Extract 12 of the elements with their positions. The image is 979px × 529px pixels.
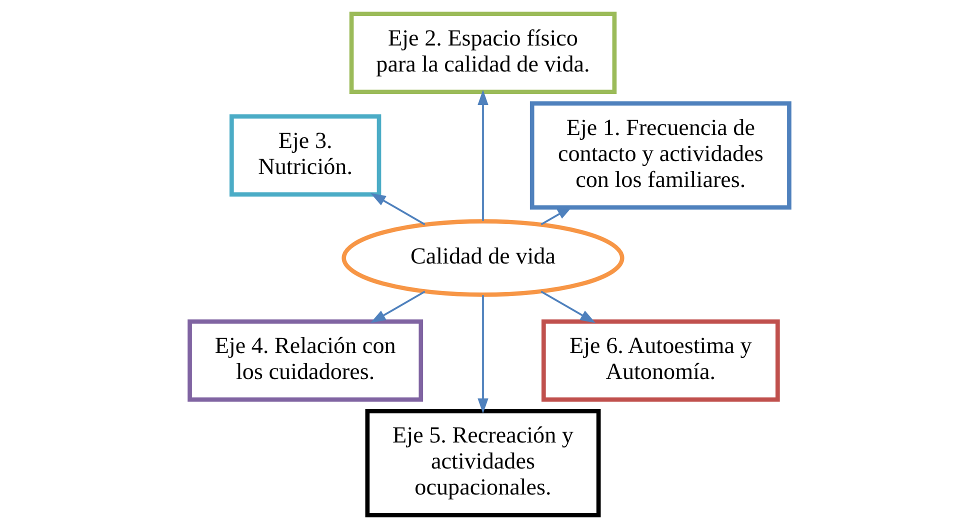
arrow [478, 295, 488, 414]
arrow [370, 193, 426, 226]
node-box: Eje 6. Autoestima y Autonomía. [541, 319, 780, 402]
node-box: Eje 2. Espacio físico para la calidad de vida. [349, 12, 617, 94]
node-box: Eje 5. Recreación y actividades ocupacionales. [365, 408, 601, 518]
node-ellipse: Calidad de vida [342, 219, 624, 297]
node-box: Eje 4. Relación con los cuidadores. [188, 319, 424, 402]
node-box: Eje 3. Nutrición. [230, 114, 382, 197]
arrow [370, 290, 426, 323]
arrow [540, 290, 596, 323]
arrow [478, 90, 488, 221]
node-box: Eje 1. Frecuencia de contacto y actividades con los familiares. [530, 101, 792, 210]
